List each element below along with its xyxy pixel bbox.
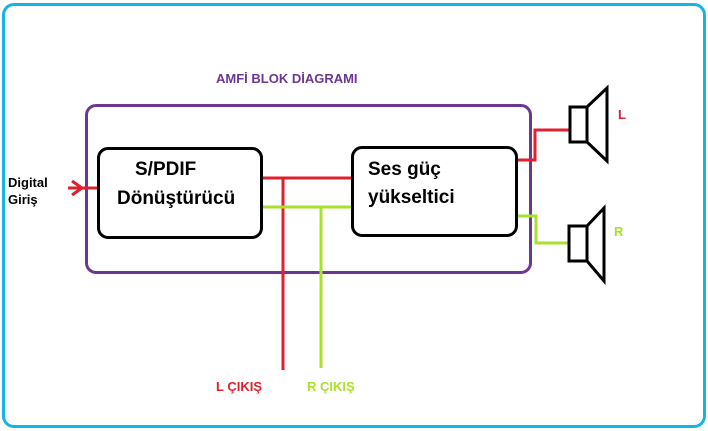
- left-output-label: L ÇIKIŞ: [216, 379, 262, 394]
- outer-frame: [2, 3, 706, 428]
- amplifier-label-line1: Ses güç: [368, 159, 441, 180]
- spdif-converter-block: S/PDIF Dönüştürücü: [97, 147, 263, 239]
- converter-label-line2: Dönüştürücü: [117, 188, 236, 209]
- power-amplifier-block: Ses güç yükseltici: [351, 146, 518, 237]
- left-speaker-label: L: [618, 107, 626, 122]
- amplifier-label-line2: yükseltici: [368, 187, 455, 208]
- input-label-line2: Giriş: [8, 192, 38, 207]
- right-speaker-icon: [567, 204, 606, 286]
- input-label-line1: Digital: [8, 175, 48, 190]
- left-speaker-wire: [514, 128, 571, 162]
- left-speaker-icon: [568, 84, 609, 165]
- right-speaker-label: R: [614, 224, 624, 239]
- right-output-label: R ÇIKIŞ: [307, 379, 355, 394]
- right-speaker-wire: [514, 214, 570, 245]
- diagram-title: AMFİ BLOK DİAGRAMI: [216, 71, 358, 86]
- input-arrow-icon: [71, 179, 85, 197]
- converter-label-line1: S/PDIF: [135, 159, 197, 180]
